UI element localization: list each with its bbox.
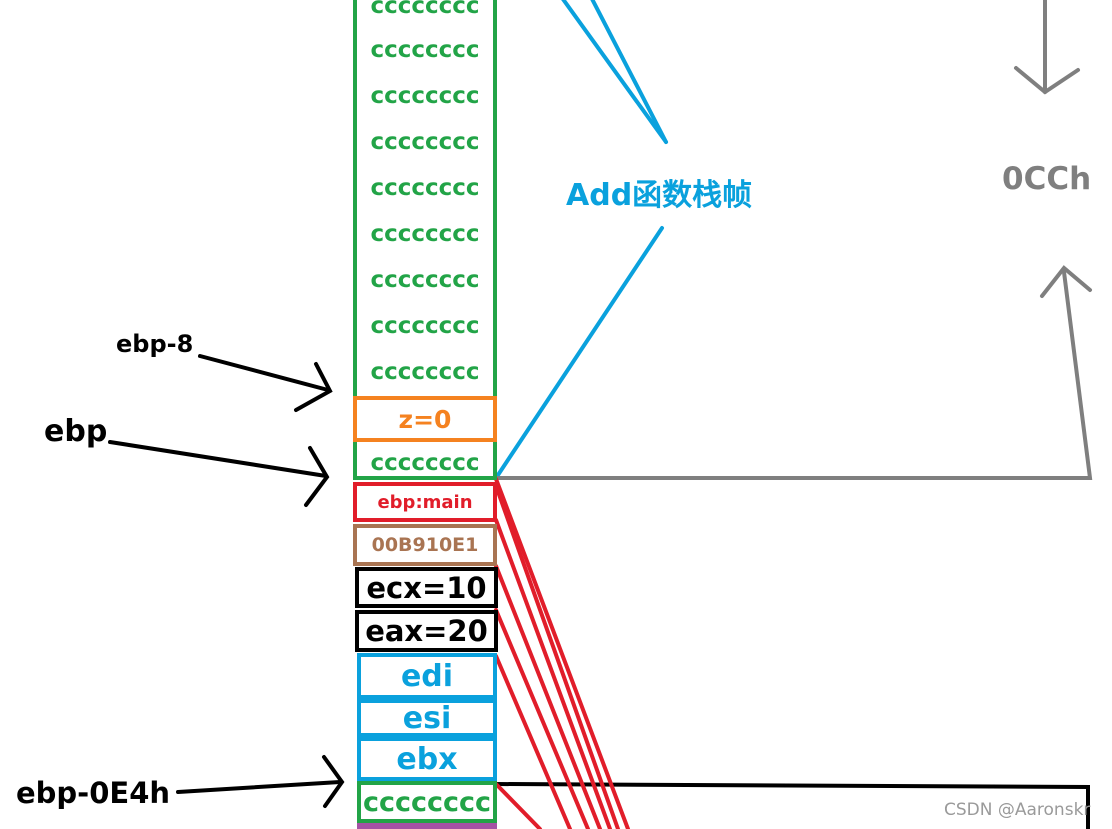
ebp-filler-cell: cccccccc — [370, 450, 480, 476]
saved-main-ebp-cell: ebp:main — [353, 482, 497, 522]
add-stack-frame-label: Add函数栈帧 — [566, 178, 753, 213]
frame-size-label: 0CCh — [1002, 161, 1092, 197]
red-fan-lines — [494, 477, 630, 829]
ebp-label: ebp — [44, 414, 108, 449]
filler-cell: cccccccc — [370, 221, 480, 247]
eax-argument-cell: eax=20 — [355, 610, 498, 652]
purple-cell-edge — [357, 823, 497, 829]
return-address-cell: 00B910E1 — [353, 524, 497, 566]
ebp-minus-8-arrow — [198, 354, 330, 392]
size-bracket — [494, 0, 1093, 480]
ebp-minus-8-label: ebp-8 — [116, 330, 194, 358]
ebp-minus-e4h-label: ebp-0E4h — [16, 776, 171, 810]
z-variable-cell: z=0 — [353, 396, 497, 442]
ecx-argument-cell: ecx=10 — [355, 567, 498, 608]
filler-cell: cccccccc — [370, 267, 480, 293]
add-frame-pointer-lines — [494, 0, 668, 480]
filler-cell: cccccccc — [370, 0, 480, 19]
edi-register-cell: edi — [357, 653, 497, 699]
bottom-filler-cell: cccccccc — [357, 781, 497, 823]
filler-cell: cccccccc — [370, 83, 480, 109]
esi-register-cell: esi — [357, 699, 497, 737]
stack-filler-region — [353, 0, 497, 480]
filler-cell: cccccccc — [370, 37, 480, 63]
watermark: CSDN @Aaronskr — [944, 800, 1091, 820]
filler-cell: cccccccc — [370, 359, 480, 385]
ebp-arrow — [108, 440, 328, 478]
pointer-arrows — [108, 354, 1090, 829]
ebx-register-cell: ebx — [357, 737, 497, 781]
filler-cell: cccccccc — [370, 313, 480, 339]
filler-cell: cccccccc — [370, 129, 480, 155]
blue-line-lower — [494, 226, 664, 480]
blue-line-upper-1 — [561, 0, 668, 144]
blue-line-upper-2 — [590, 0, 668, 144]
ebp-minus-e4h-arrow — [176, 780, 342, 794]
filler-cell: cccccccc — [370, 175, 480, 201]
